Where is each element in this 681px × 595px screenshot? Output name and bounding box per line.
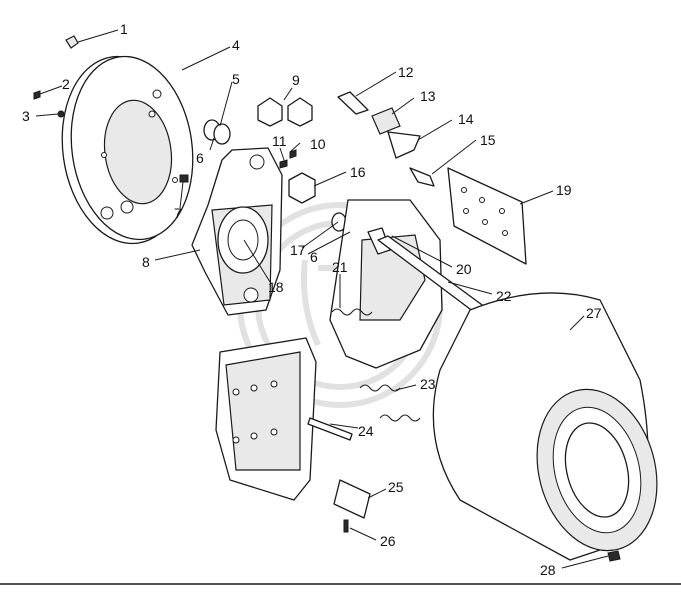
callout-27: 27	[586, 305, 602, 321]
bushing-part	[288, 172, 316, 204]
callout-4: 4	[232, 37, 240, 53]
callout-10: 10	[310, 136, 326, 152]
callout-21: 21	[332, 259, 348, 275]
callout-25: 25	[388, 479, 404, 495]
callout-6b: 6	[310, 249, 318, 265]
brake-shoe-lower-part	[215, 337, 317, 501]
callout-7: 7	[174, 205, 182, 221]
pin-part	[307, 417, 371, 533]
bolt-part	[33, 35, 79, 118]
callout-13: 13	[420, 88, 436, 104]
callout-26: 26	[380, 533, 396, 549]
leader-lines	[35, 29, 609, 569]
bushing-part	[257, 97, 313, 127]
callout-9: 9	[292, 72, 300, 88]
callout-15: 15	[480, 132, 496, 148]
callout-16: 16	[350, 164, 366, 180]
callout-labels: 1 2 3 4 5 6 7 8 9 10 11 12 13 14 15 16 1…	[22, 21, 602, 578]
callout-12: 12	[398, 64, 414, 80]
callout-28: 28	[540, 562, 556, 578]
callout-1: 1	[120, 21, 128, 37]
bolt-part	[607, 550, 621, 562]
screw-part	[279, 149, 297, 169]
brake-shoe-upper-part	[329, 199, 443, 369]
callout-11: 11	[272, 133, 287, 149]
fitting-part	[179, 174, 189, 183]
callout-3: 3	[22, 108, 30, 124]
callout-14: 14	[458, 111, 474, 127]
callout-19: 19	[556, 182, 572, 198]
callout-6: 6	[196, 150, 204, 166]
callout-5: 5	[232, 71, 240, 87]
callout-18: 18	[268, 279, 284, 295]
brake-lining-part	[447, 167, 527, 265]
callout-23: 23	[420, 376, 436, 392]
callout-20: 20	[456, 261, 472, 277]
brake-drum-part	[432, 292, 658, 561]
lever-shaft-part	[337, 91, 435, 187]
callout-2: 2	[62, 76, 70, 92]
dust-shield-part	[61, 55, 194, 245]
callout-24: 24	[358, 423, 374, 439]
callout-22: 22	[496, 288, 512, 304]
spring-part	[331, 308, 421, 422]
callout-8: 8	[142, 254, 150, 270]
callout-17: 17	[290, 242, 306, 258]
